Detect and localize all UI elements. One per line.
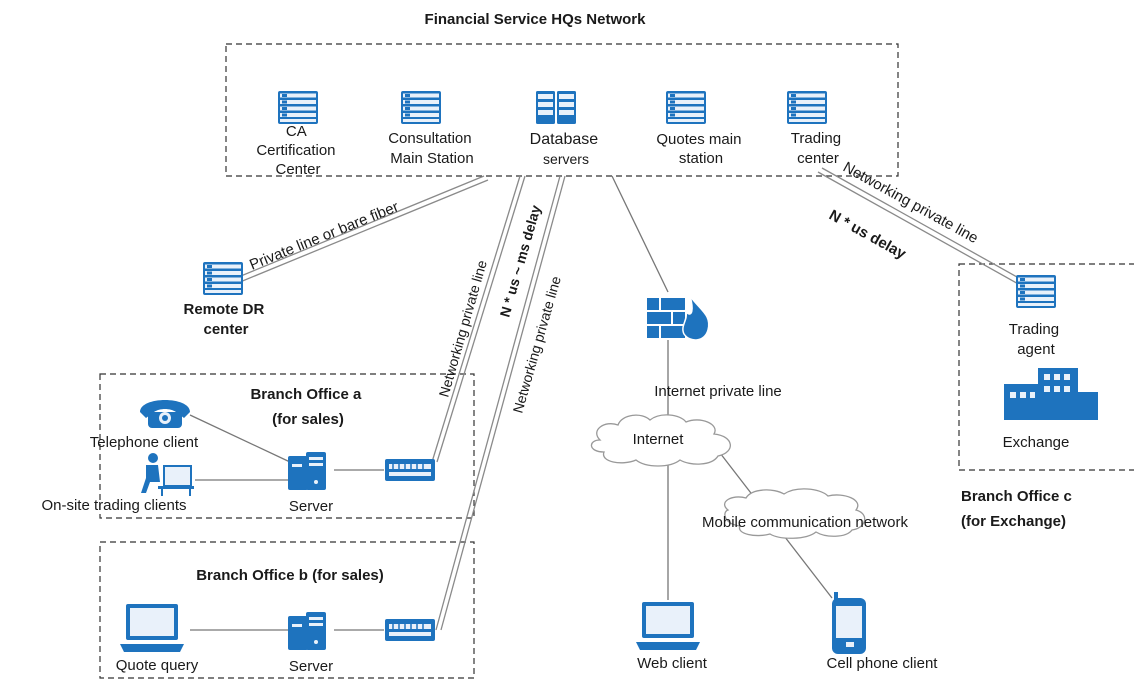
consultation-label: Consultation Main Station	[388, 130, 476, 167]
remote-dr-label: Remote DR center	[183, 301, 268, 338]
branch-c-box	[958, 263, 1134, 471]
database-label: Database servers	[530, 131, 603, 167]
branch-b-switch-icon	[384, 618, 436, 642]
hq-box	[225, 43, 899, 177]
telephone-client-label: Telephone client	[90, 434, 199, 451]
database-server-icon	[536, 91, 576, 124]
branch-b-server-icon	[288, 612, 326, 650]
link-trading-agent	[817, 167, 1027, 287]
mobile-network-label: Mobile communication network	[702, 514, 908, 531]
link-firewall	[611, 175, 669, 293]
mobile-cloud-icon	[723, 488, 866, 539]
onsite-clients-label: On-site trading clients	[41, 497, 186, 514]
quotes-label: Quotes main station	[656, 131, 745, 167]
branch-a-switch-icon	[384, 458, 436, 482]
delay-us-label: N * us delay	[826, 207, 909, 263]
telephone-icon	[140, 400, 190, 428]
ca-label: CA Certification Center	[256, 123, 339, 178]
firewall-icon	[647, 295, 710, 341]
private-line-label: Private line or bare fiber	[247, 198, 401, 273]
branch-b-box	[99, 541, 475, 679]
diagram-title: Financial Service HQs Network	[425, 11, 647, 28]
ca-server-icon	[278, 91, 318, 124]
consultation-server-icon	[401, 91, 441, 124]
branch-c-title: Branch Office c (for Exchange)	[961, 488, 1076, 530]
trading-server-icon	[787, 91, 827, 124]
quote-query-label: Quote query	[116, 657, 199, 674]
internet-cloud-icon	[590, 414, 731, 467]
web-client-laptop-icon	[636, 602, 700, 650]
branch-a-box	[99, 373, 475, 519]
web-client-label: Web client	[637, 655, 708, 672]
exchange-building-icon	[1004, 368, 1098, 420]
internet-label: Internet	[633, 431, 685, 448]
remote-dr-server-icon	[203, 262, 243, 295]
cell-client-label: Cell phone client	[827, 655, 939, 672]
quotes-server-icon	[666, 91, 706, 124]
cell-phone-icon	[832, 592, 866, 654]
quote-query-laptop-icon	[120, 604, 184, 652]
exchange-label: Exchange	[1003, 434, 1070, 451]
wire-phone-server	[189, 414, 291, 463]
trading-center-label: Trading center	[791, 130, 845, 167]
onsite-trader-icon	[141, 453, 194, 496]
internet-private-line-label: Internet private line	[654, 383, 782, 400]
link-branch-b	[435, 175, 566, 631]
branch-a-server-icon	[288, 452, 326, 490]
branch-b-server-label: Server	[289, 658, 333, 675]
trading-agent-label: Trading agent	[1009, 321, 1063, 358]
trading-agent-server-icon	[1016, 275, 1056, 308]
link-branch-a	[431, 175, 526, 463]
branch-b-title: Branch Office b (for sales)	[196, 567, 384, 584]
branch-a-title: Branch Office a (for sales)	[250, 386, 365, 428]
link-remote-dr	[235, 175, 489, 283]
branch-a-server-label: Server	[289, 498, 333, 515]
